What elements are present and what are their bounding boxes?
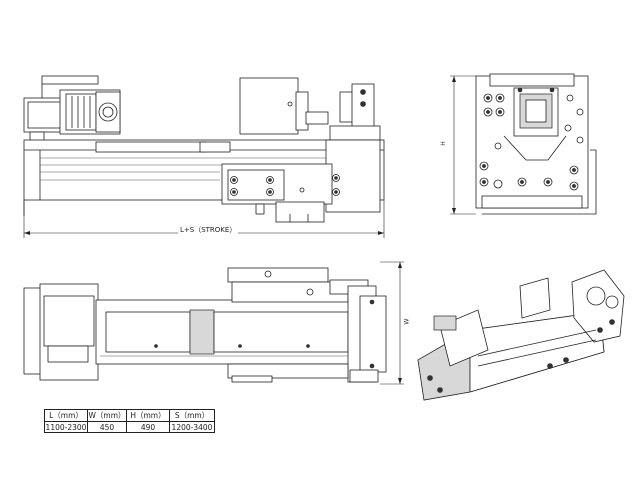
value-w: 450 [87,421,127,433]
width-dimension-label: W [403,318,411,325]
value-s: 1200-3400 [169,421,215,433]
spec-table-value-row: 1100-2300 450 490 1200-3400 [44,421,215,433]
spec-table: L（mm） W（mm） H（mm） S（mm） 1100-2300 450 49… [44,409,215,433]
header-l: L（mm） [44,409,88,422]
stroke-dimension-label: L+S（STROKE） [178,225,239,235]
plan-view [23,261,404,385]
value-l: 1100-2300 [44,421,88,433]
end-view [450,73,597,215]
header-h: H（mm） [126,409,170,422]
header-w: W（mm） [87,409,127,422]
height-dimension-label: H [439,141,447,146]
isometric-view [417,269,625,401]
front-elevation-view [23,75,385,223]
value-h: 490 [126,421,170,433]
spec-table-header-row: L（mm） W（mm） H（mm） S（mm） [44,409,215,422]
header-s: S（mm） [169,409,215,422]
